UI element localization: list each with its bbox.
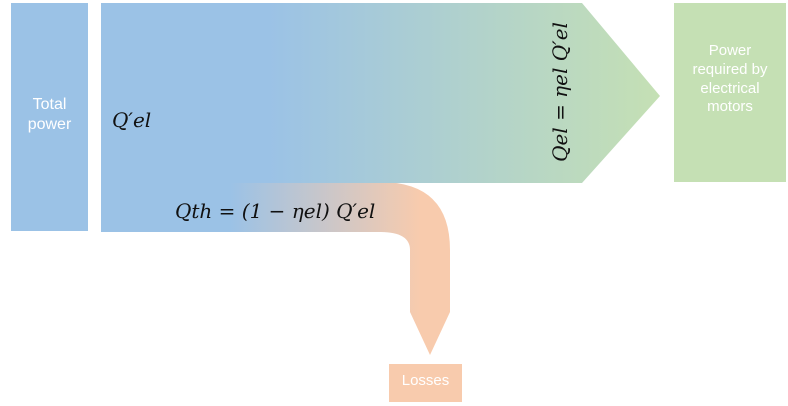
losses-box (389, 364, 462, 402)
useful-formula: Qel = ηel Q′el (548, 22, 572, 162)
input-formula: Q′el (112, 108, 152, 132)
total-power-line-2: power (27, 116, 72, 133)
losses-label: Losses (401, 372, 450, 389)
output-line-3: electrical (700, 79, 760, 97)
main-flow (101, 3, 660, 183)
output-line-4: motors (707, 98, 753, 116)
losses-flow (101, 182, 450, 355)
total-power-box (11, 3, 88, 231)
total-power-line-1: Total (32, 96, 67, 113)
total-power-label: Total power (11, 95, 88, 135)
output-line-2: required by (692, 60, 768, 78)
output-power-box (674, 3, 786, 182)
output-power-label: Power required by electrical motors (674, 42, 786, 117)
output-line-1: Power (708, 42, 752, 59)
thermal-formula: Qth = (1 − ηel) Q′el (175, 199, 376, 223)
